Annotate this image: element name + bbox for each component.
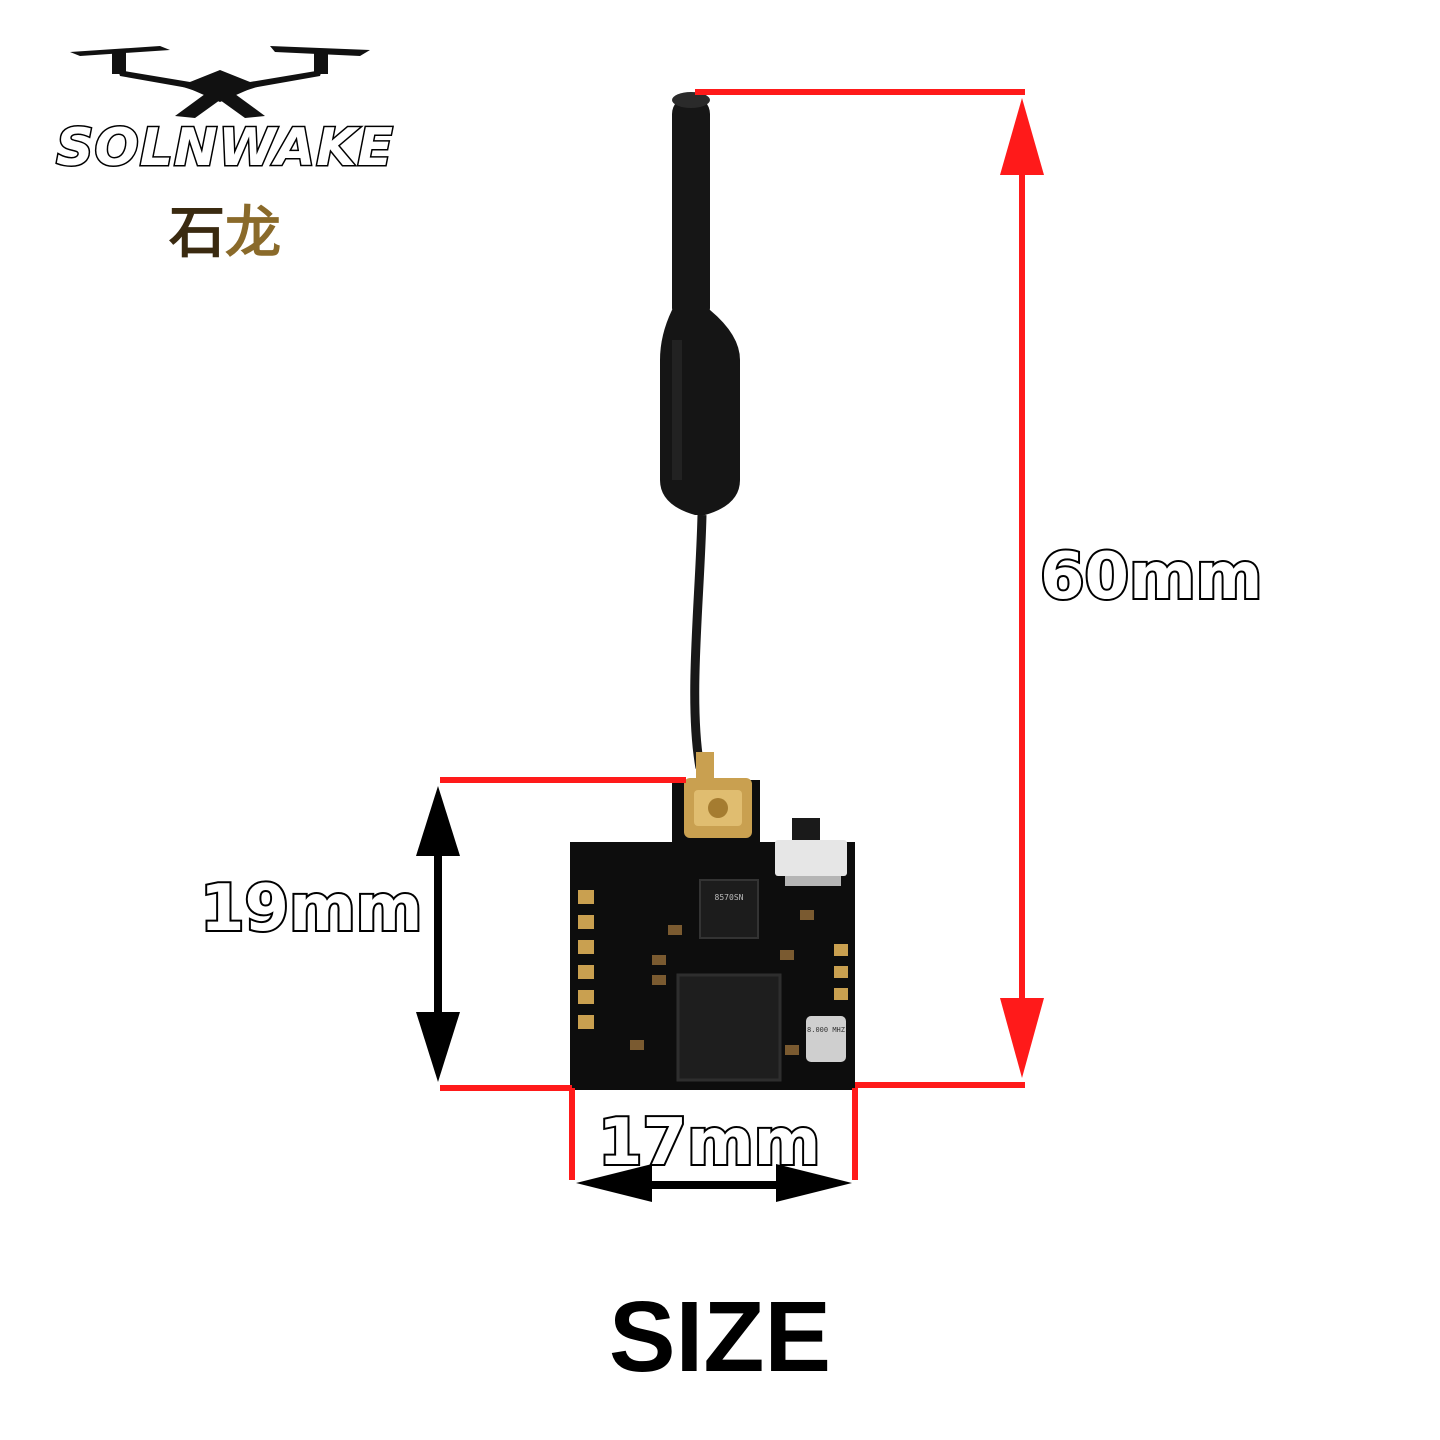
width-arrow-icon <box>576 1164 852 1202</box>
board-width-dimension-label: 17mm <box>596 1104 822 1182</box>
dimension-lines <box>440 89 1025 1180</box>
height-dimension-label: 60mm <box>1038 538 1264 616</box>
height-arrow-icon <box>416 786 460 1082</box>
brand-chinese-name: 石龙 <box>150 188 300 269</box>
arrow-up-icon <box>1000 98 1044 175</box>
antenna-icon <box>660 92 740 769</box>
brand-chinese-char-2: 龙 <box>225 201 281 266</box>
drone-logo-icon <box>70 46 370 118</box>
brand-name: SOLNWAKE <box>55 117 395 180</box>
page-title: SIZE <box>608 1281 832 1393</box>
arrow-down-icon <box>1000 998 1044 1078</box>
chip-marking: 8570SN <box>714 893 744 902</box>
crystal-label: 8.000 MHZ <box>807 1026 845 1034</box>
brand-chinese-char-1: 石 <box>169 201 225 266</box>
board-height-dimension-label: 19mm <box>198 870 424 948</box>
pcb-board-icon <box>570 752 855 1090</box>
